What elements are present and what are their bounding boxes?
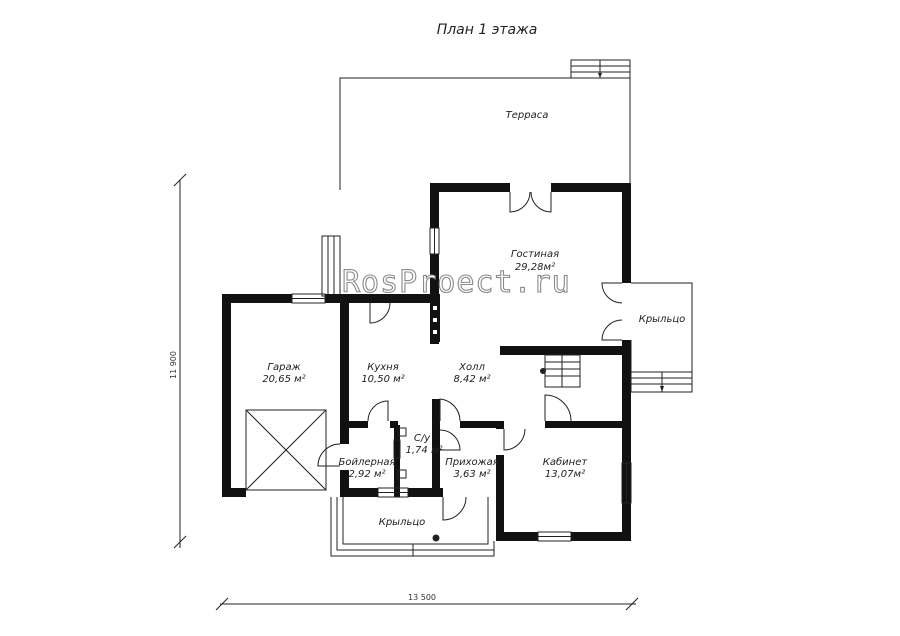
living-room-area: 29,28м² xyxy=(515,262,555,273)
hall-area: 8,42 м² xyxy=(454,374,491,385)
vestibule-label: Прихожая xyxy=(445,457,499,468)
dimension-height-label: 11 900 xyxy=(169,351,178,379)
wc-label: С/у xyxy=(414,433,431,444)
watermark-text: RosProect.ru xyxy=(342,265,571,300)
garage-area: 20,65 м² xyxy=(262,374,305,385)
boiler-equipment xyxy=(397,427,407,479)
boiler-room-area: 2,92 м² xyxy=(349,469,386,480)
study-label: Кабинет xyxy=(543,456,589,468)
porch-south-label: Крыльцо xyxy=(379,517,426,528)
garage-label: Гараж xyxy=(267,362,300,373)
study-area: 13,07м² xyxy=(545,469,585,480)
windows xyxy=(291,227,632,542)
dimension-width-label: 13 500 xyxy=(408,593,436,602)
garage-door-marking xyxy=(245,409,327,491)
staircase xyxy=(540,354,581,388)
walls xyxy=(222,183,631,541)
terrace-label: Терраса xyxy=(506,110,549,121)
terrace-outline xyxy=(321,59,631,297)
boiler-room-label: Бойлерная xyxy=(338,457,395,468)
porch-south-outline xyxy=(330,497,495,557)
kitchen-label: Кухня xyxy=(367,362,399,373)
porch-east-outline xyxy=(630,282,693,393)
kitchen-area: 10,50 м² xyxy=(361,374,404,385)
porch-east-label: Крыльцо xyxy=(639,314,686,325)
doors xyxy=(317,191,623,521)
dimension-lines xyxy=(173,173,639,611)
hall-label: Холл xyxy=(458,362,485,373)
wc-area: 1,74 м² xyxy=(406,445,443,456)
plan-title: План 1 этажа xyxy=(437,22,538,38)
living-room-label: Гостиная xyxy=(511,249,559,260)
vestibule-area: 3,63 м² xyxy=(454,469,491,480)
